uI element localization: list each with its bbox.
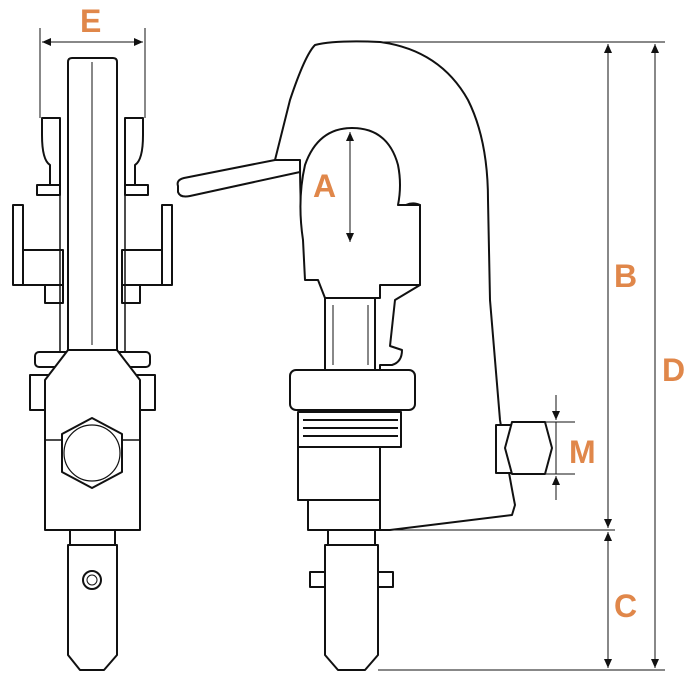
- label-d: D: [662, 352, 685, 388]
- hex-nut: [61, 417, 123, 489]
- front-view: [12, 28, 173, 671]
- right-lug: [124, 117, 144, 186]
- label-e: E: [80, 3, 101, 39]
- hook-opening: [299, 127, 421, 299]
- dimension-lines: [378, 41, 665, 671]
- front-pin: [67, 544, 118, 671]
- side-pin: [324, 544, 379, 671]
- left-lug: [41, 117, 61, 186]
- label-a: A: [313, 168, 336, 204]
- side-view: [176, 40, 553, 671]
- side-nut: [504, 421, 553, 475]
- label-m: M: [569, 434, 596, 470]
- latch-lever: [176, 157, 301, 198]
- lower-block: [297, 446, 381, 501]
- dimension-e: [39, 28, 146, 118]
- label-c: C: [614, 588, 637, 624]
- label-b: B: [614, 258, 637, 294]
- dimension-labels: E A B D M C: [80, 3, 685, 624]
